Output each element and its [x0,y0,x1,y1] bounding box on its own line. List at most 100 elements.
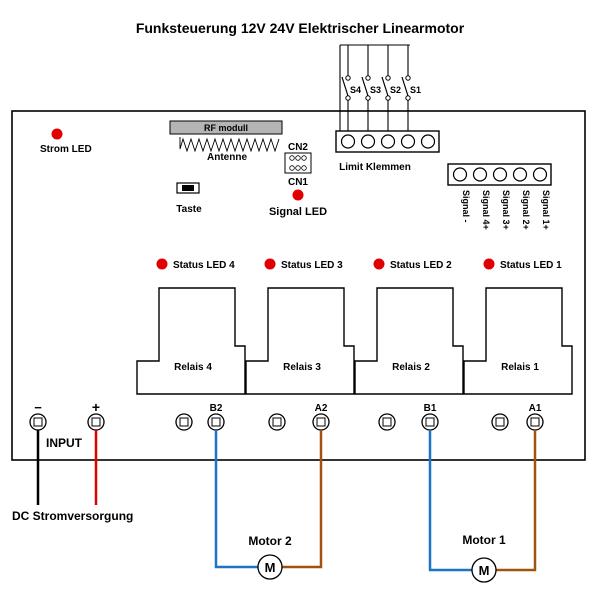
output-terminal [526,413,544,431]
motor1-label: Motor 1 [462,533,506,547]
signal-terminal-labels: Signal - Signal 4+ Signal 3+ Signal 2+ Signa… [461,190,551,230]
switch-blade [341,76,349,97]
output-terminal-label: A1 [529,403,542,414]
terminal-screw [179,417,189,427]
antenna-label: Antenne [207,152,247,163]
signal-terminal-label: Signal 3+ [501,190,511,230]
status-led [264,258,276,270]
input-terminal-negative [29,413,47,431]
input-terminals [29,413,105,431]
limit-terminal [400,134,416,149]
motor2-wire-blue [214,430,258,569]
antenna-coil [179,137,280,153]
rf-module-label: RF modull [204,123,248,133]
limit-terminal [420,134,436,149]
switch-contact-bottom [405,95,411,101]
switch-contact-bottom [345,95,351,101]
limit-terminal-block [335,130,440,153]
status-led [483,258,495,270]
switch-label: S1 [410,85,421,95]
motor1-symbol-letter: M [479,563,490,578]
motor1-symbol [471,557,497,583]
output-terminal [491,413,509,431]
signal-terminal-label: Signal 4+ [481,190,491,230]
terminal-screw [425,417,435,427]
switch-label: S2 [390,85,401,95]
output-terminal [312,413,330,431]
relay-box [463,287,573,395]
motor2-wire-brown [282,430,323,569]
output-terminal [207,413,225,431]
relay-label: Relais 1 [501,362,539,373]
signal-led-label: Signal LED [269,206,327,218]
signal-terminal [512,167,528,182]
status-led-label: Status LED 1 [500,260,562,271]
terminal-screw [316,417,326,427]
limit-terminal [380,134,396,149]
relay-box [136,287,246,395]
switch-blade [381,76,389,97]
cn-jumper-block[interactable] [284,152,312,174]
motor2-label: Motor 2 [248,534,292,548]
status-led [373,258,385,270]
strom-led [51,128,63,140]
output-terminal-label: B2 [210,403,223,414]
output-terminal [421,413,439,431]
limit-klemmen-label: Limit Klemmen [339,162,411,173]
switch-contact-bottom [365,95,371,101]
relay-box [354,287,464,395]
signal-led [292,189,304,201]
signal-terminal-label: Signal - [461,190,471,223]
taste-label: Taste [176,204,202,215]
signal-terminal [532,167,548,182]
limit-terminal [340,134,356,149]
signal-terminal-label: Signal 1+ [541,190,551,230]
taste-button-knob [182,185,194,191]
rf-module [169,120,283,135]
status-led-label: Status LED 3 [281,260,343,271]
motor1-wire-blue [428,430,472,572]
plus-sign: + [92,399,100,415]
signal-terminal [492,167,508,182]
output-terminal [175,413,193,431]
terminal-screw [382,417,392,427]
relay-label: Relais 3 [283,362,321,373]
power-label: DC Stromversorgung [12,509,133,523]
signal-terminal [472,167,488,182]
status-led [156,258,168,270]
switch-blade [401,76,409,97]
relay-label: Relais 4 [174,362,212,373]
relays: Relais 4 Relais 3 Relais 2 Relais 1 [136,287,573,395]
status-leds: Status LED 4 Status LED 3 Status LED 2 Stat… [156,258,562,271]
switch-blade [361,76,369,97]
terminal-screw [530,417,540,427]
diagram-title: Funksteuerung 12V 24V Elektrischer Linea… [136,20,465,36]
signal-terminal-label: Signal 2+ [521,190,531,230]
input-label: INPUT [46,436,83,450]
output-terminal-label: B1 [424,403,437,414]
terminal-screw [495,417,505,427]
relay-label: Relais 2 [392,362,430,373]
terminal-screw [33,417,43,427]
switch-contact-top [345,75,351,81]
switch-contact-bottom [385,95,391,101]
relay-box [245,287,355,395]
output-terminal [378,413,396,431]
signal-terminal-block [447,163,552,186]
controller-board [11,110,586,461]
switch-label: S3 [370,85,381,95]
switch-contact-top [405,75,411,81]
output-terminal [268,413,286,431]
cn2-label: CN2 [288,142,308,153]
motor2-symbol-letter: M [265,560,276,575]
status-led-label: Status LED 4 [173,260,235,271]
limit-terminal [360,134,376,149]
signal-terminal [452,167,468,182]
output-terminal-label: A2 [315,403,328,414]
terminal-screw [91,417,101,427]
output-terminals: B2 A2 B1 A1 [175,403,544,431]
status-led-label: Status LED 2 [390,260,452,271]
motor2-symbol [257,554,283,580]
